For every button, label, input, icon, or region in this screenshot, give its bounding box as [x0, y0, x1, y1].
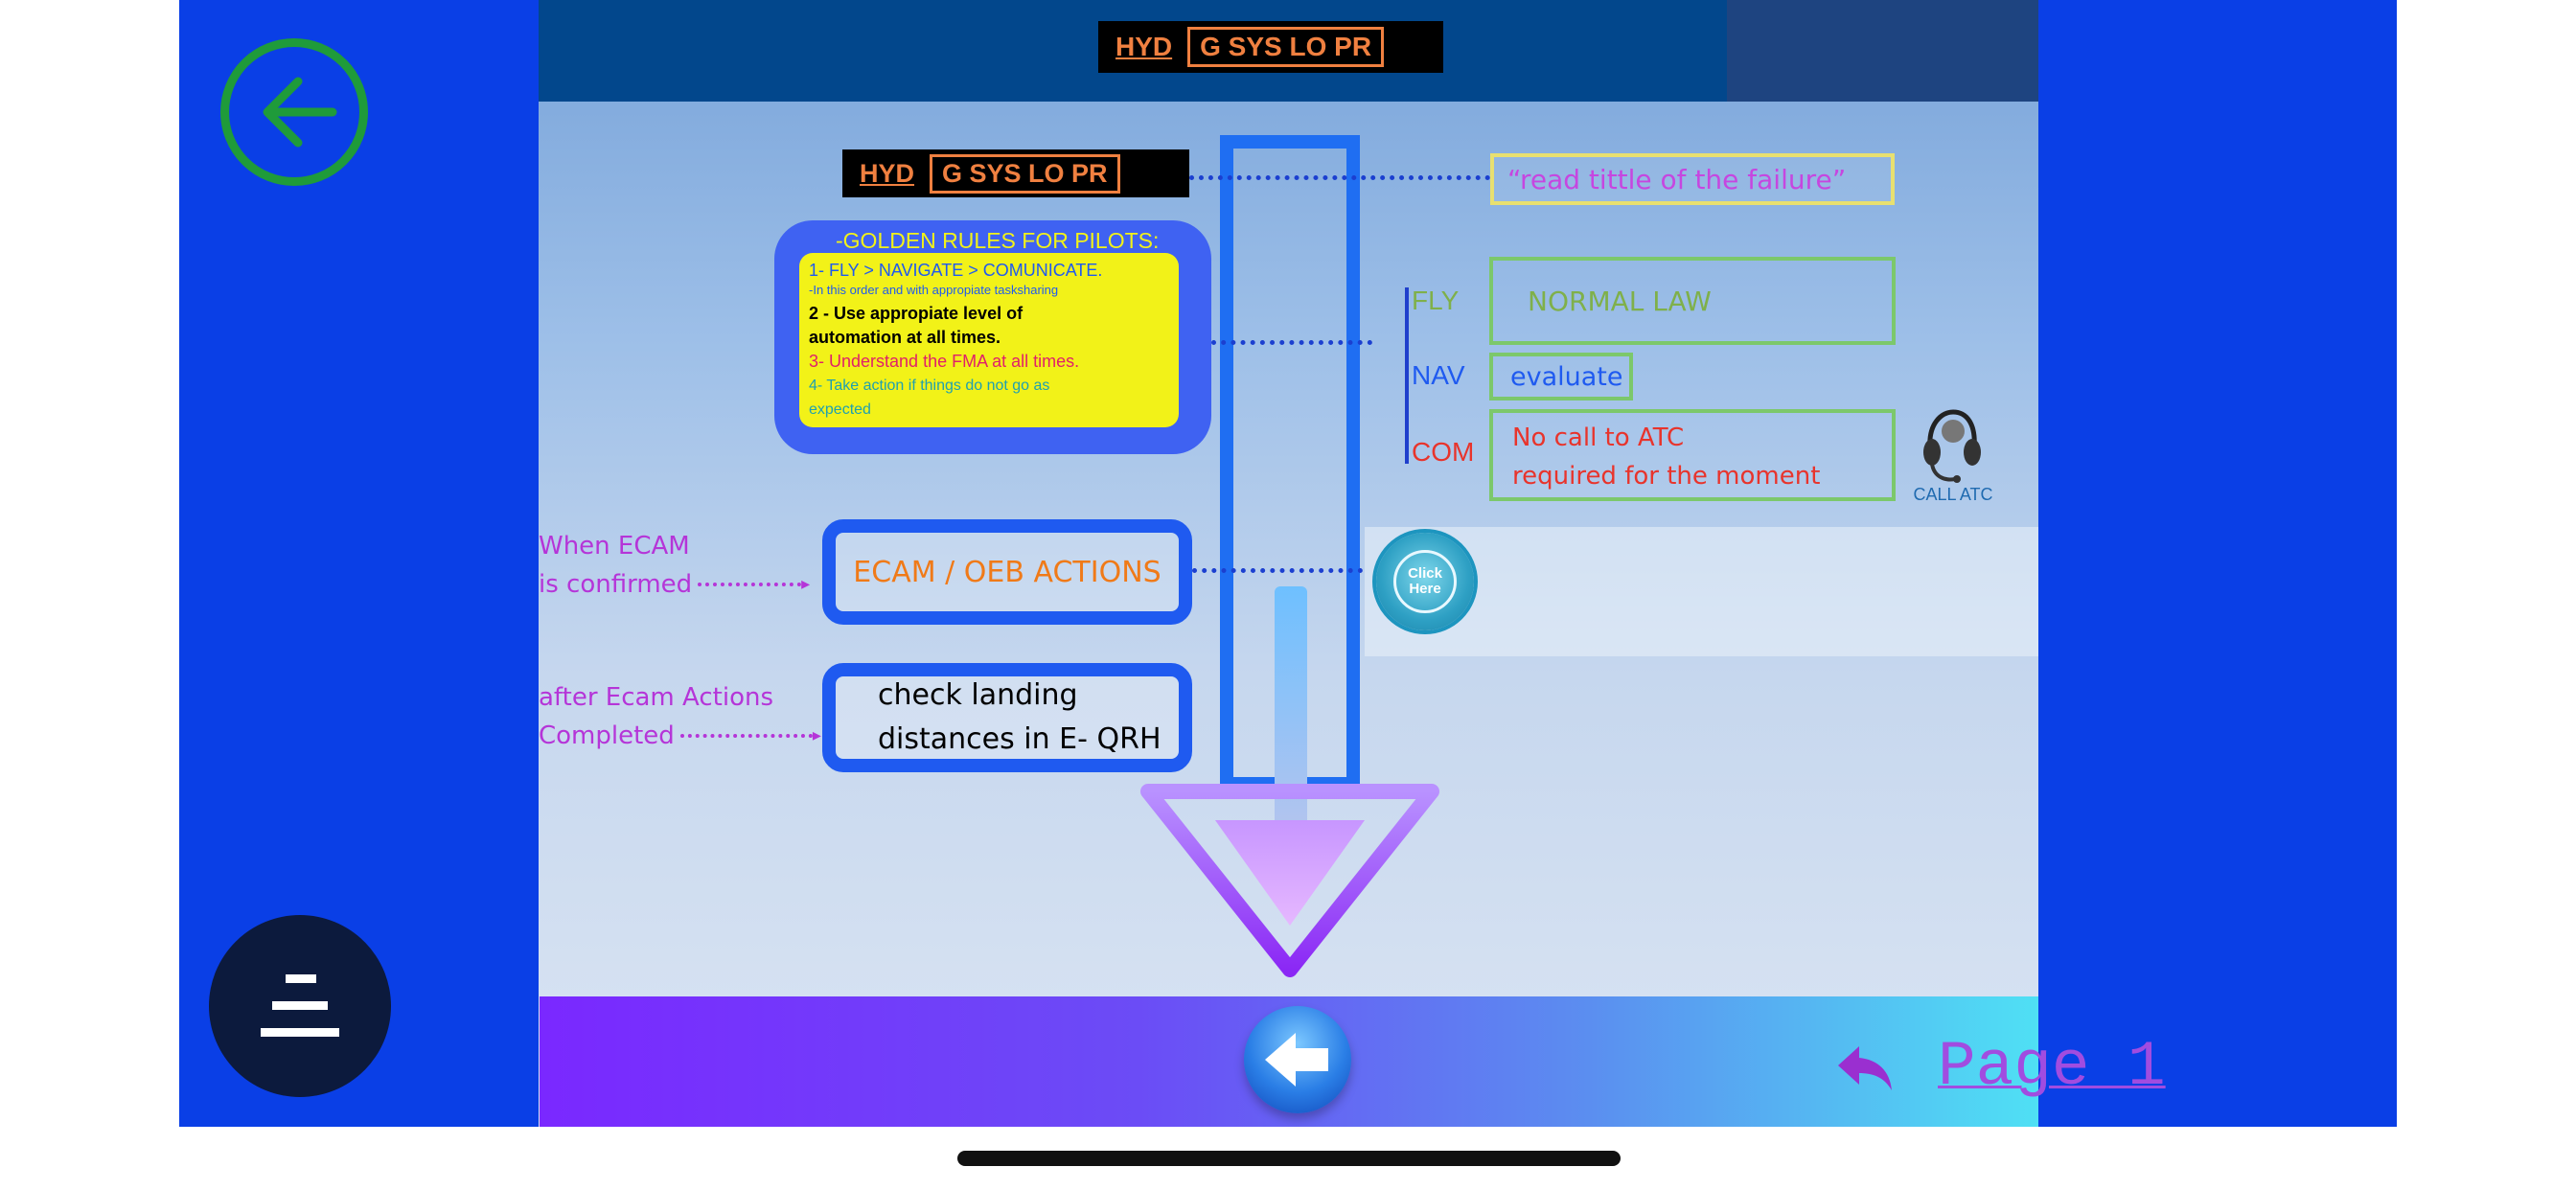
rule-4-line2: expected — [809, 401, 871, 418]
nav-value: evaluate — [1510, 361, 1623, 392]
click-here-line2: Here — [1409, 581, 1441, 597]
slide-header-panel — [1727, 0, 2038, 102]
when-ecam-note: When ECAM is confirmed ▸ — [539, 527, 810, 604]
click-here-button[interactable]: Click Here — [1376, 533, 1474, 630]
nav-back-button[interactable] — [1244, 1006, 1351, 1113]
golden-rules-list: 1- FLY > NAVIGATE > COMUNICATE. -In this… — [799, 253, 1179, 427]
golden-rules-card: -GOLDEN RULES FOR PILOTS: 1- FLY > NAVIG… — [774, 220, 1211, 454]
header-sys-label: G SYS LO PR — [1187, 27, 1385, 67]
com-label: COM — [1412, 437, 1475, 467]
nav-box: evaluate — [1489, 353, 1633, 400]
when-ecam-arrowhead: ▸ — [801, 574, 811, 594]
read-title-text: “read tittle of the failure” — [1507, 163, 1847, 195]
nav-label: NAV — [1412, 360, 1465, 390]
rule-3: 3- Understand the FMA at all times. — [809, 352, 1080, 371]
rule-4-line1: 4- Take action if things do not go as — [809, 378, 1050, 394]
home-indicator — [957, 1151, 1621, 1166]
fly-box: NORMAL LAW — [1489, 257, 1896, 345]
click-here-panel — [1365, 527, 2038, 656]
rule-2-line2: automation at all times. — [809, 328, 1001, 347]
arrow-left-icon — [1265, 1033, 1328, 1087]
check-landing-line1: check landing — [878, 678, 1078, 712]
ecam-dotted-line — [1192, 568, 1363, 573]
hamburger-menu-icon — [261, 974, 339, 1037]
menu-button[interactable] — [209, 915, 391, 1097]
read-title-callout: “read tittle of the failure” — [1490, 153, 1895, 205]
arrow-left-icon — [263, 77, 337, 148]
check-landing-box: check landing distances in E- QRH — [822, 663, 1192, 772]
back-button[interactable] — [220, 38, 368, 186]
title-sys-label: G SYS LO PR — [930, 153, 1120, 194]
after-ecam-note: after Ecam Actions Completed ▸ — [539, 678, 821, 755]
headset-icon — [1923, 409, 1981, 483]
when-ecam-line1: When ECAM — [539, 532, 690, 561]
title-hyd-label: HYD — [860, 158, 915, 188]
click-here-label: Click Here — [1393, 550, 1457, 613]
com-line2: required for the moment — [1512, 462, 1821, 491]
ecam-actions-label: ECAM / OEB ACTIONS — [853, 555, 1162, 589]
after-ecam-line2: Completed — [539, 721, 675, 750]
when-ecam-pointer — [698, 583, 802, 586]
header-failure-badge: HYD G SYS LO PR — [1098, 21, 1443, 73]
com-line1: No call to ATC — [1512, 423, 1685, 452]
failure-title-badge: HYD G SYS LO PR — [842, 149, 1189, 197]
after-ecam-arrowhead: ▸ — [812, 725, 821, 745]
when-ecam-line2: is confirmed — [539, 570, 693, 599]
call-atc-button[interactable]: CALL ATC — [1899, 406, 2005, 512]
flow-arrow — [1140, 135, 1439, 977]
fnc-bracket — [1405, 287, 1409, 464]
after-ecam-pointer — [679, 734, 813, 738]
after-ecam-line1: after Ecam Actions — [539, 683, 773, 712]
title-dotted-line — [1189, 175, 1490, 180]
page-link[interactable]: Page 1 — [1938, 1031, 2166, 1103]
click-here-line1: Click — [1408, 565, 1442, 582]
header-hyd-label: HYD — [1116, 32, 1173, 61]
rule-1: 1- FLY > NAVIGATE > COMUNICATE. — [809, 261, 1103, 280]
fly-value: NORMAL LAW — [1528, 285, 1712, 317]
slide: HYD G SYS LO PR HYD — [539, 0, 2038, 1127]
check-landing-line2: distances in E- QRH — [878, 722, 1162, 756]
fly-label: FLY — [1412, 286, 1460, 315]
reply-arrow-icon[interactable] — [1834, 1041, 1896, 1094]
call-atc-label: CALL ATC — [1913, 485, 1993, 504]
com-box: No call to ATC required for the moment — [1489, 409, 1896, 501]
check-landing-text: check landing distances in E- QRH — [878, 674, 1162, 762]
ecam-actions-button[interactable]: ECAM / OEB ACTIONS — [822, 519, 1192, 625]
golden-rules-heading: -GOLDEN RULES FOR PILOTS: — [836, 228, 1160, 253]
rule-1-sub: -In this order and with appropiate tasks… — [809, 283, 1059, 297]
rules-dotted-line — [1211, 340, 1372, 345]
rule-2-line1: 2 - Use appropiate level of — [809, 304, 1024, 323]
